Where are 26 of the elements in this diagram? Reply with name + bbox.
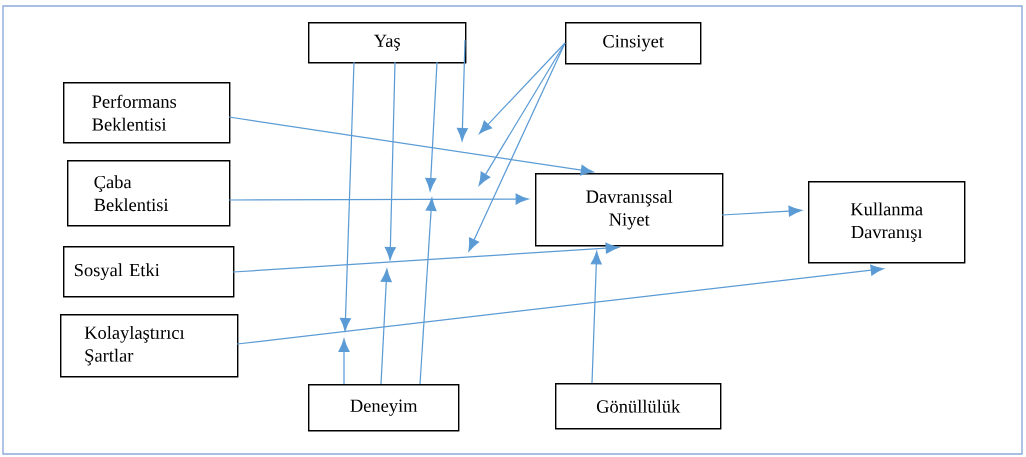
concept-box: Sosyal Etki bbox=[63, 246, 235, 298]
arrow bbox=[478, 42, 566, 186]
arrow bbox=[228, 116, 594, 176]
concept-box: Kolaylaştırıcı Şartlar bbox=[60, 314, 239, 378]
arrow bbox=[380, 268, 392, 385]
concept-box: Davranışsal Niyet bbox=[535, 173, 724, 247]
arrow bbox=[590, 251, 602, 384]
arrow bbox=[384, 61, 396, 261]
arrow bbox=[425, 61, 438, 192]
arrow bbox=[338, 338, 350, 385]
arrow bbox=[339, 61, 355, 332]
concept-box: Gönüllülük bbox=[555, 383, 722, 430]
arrow bbox=[456, 39, 468, 142]
arrow bbox=[228, 193, 529, 205]
arrow bbox=[419, 197, 437, 385]
arrow bbox=[468, 42, 566, 252]
concept-box: Performans Beklentisi bbox=[63, 82, 231, 144]
concept-box: Çaba Beklentisi bbox=[67, 160, 231, 227]
concept-box: Yaş bbox=[308, 22, 467, 64]
arrow bbox=[236, 264, 884, 345]
arrow bbox=[232, 242, 619, 273]
concept-box: Deneyim bbox=[308, 384, 460, 432]
arrow bbox=[721, 205, 802, 217]
arrow bbox=[479, 42, 566, 134]
concept-box: Cinsiyet bbox=[565, 22, 702, 65]
concept-box: Kullanma Davranışı bbox=[808, 181, 966, 264]
